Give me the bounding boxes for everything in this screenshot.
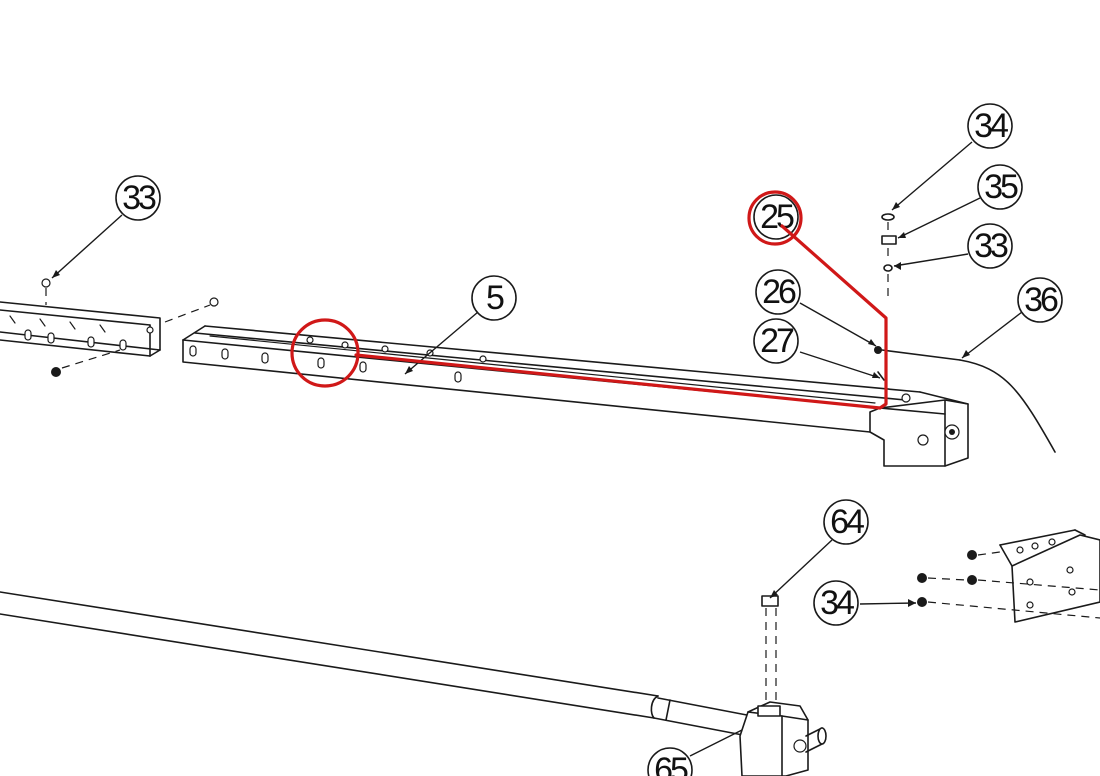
red-highlight-annotation <box>290 190 888 410</box>
callout-label: 26 <box>762 273 796 311</box>
callout-34-bottom: 34 <box>813 580 859 626</box>
left-rail-segment <box>0 278 219 377</box>
callout-label: 34 <box>820 584 854 622</box>
lower-tube <box>0 591 753 737</box>
callout-36: 36 <box>1017 277 1063 323</box>
callout-label: 35 <box>984 168 1018 206</box>
callout-label: 25 <box>760 198 794 236</box>
callout-65: 65 <box>647 747 693 776</box>
callout-34-top: 34 <box>967 103 1013 149</box>
callout-label: 64 <box>830 503 864 541</box>
bracket-block <box>739 595 827 776</box>
callout-26: 26 <box>755 269 801 315</box>
callout-label: 36 <box>1024 281 1058 319</box>
callout-35: 35 <box>977 164 1023 210</box>
callout-33-left: 33 <box>115 175 161 221</box>
callout-label: 33 <box>122 179 156 217</box>
highlight-circle-25 <box>747 190 803 246</box>
callout-label: 27 <box>760 322 794 360</box>
hardware-stack <box>874 213 1056 453</box>
highlight-trace-line <box>354 224 888 410</box>
main-rail-part-5 <box>182 325 969 467</box>
callout-25: 25 <box>753 194 799 240</box>
callout-64: 64 <box>823 499 869 545</box>
callout-label: 33 <box>974 227 1008 265</box>
callout-label: 34 <box>974 107 1008 145</box>
leader-lines <box>51 141 1023 757</box>
callout-33-right: 33 <box>967 223 1013 269</box>
right-mounting-bracket <box>917 529 1100 623</box>
callout-label: 65 <box>654 751 688 776</box>
callout-5: 5 <box>471 275 517 321</box>
highlight-circle-rail <box>290 318 360 388</box>
callout-label: 5 <box>486 279 504 317</box>
callout-27: 27 <box>753 318 799 364</box>
